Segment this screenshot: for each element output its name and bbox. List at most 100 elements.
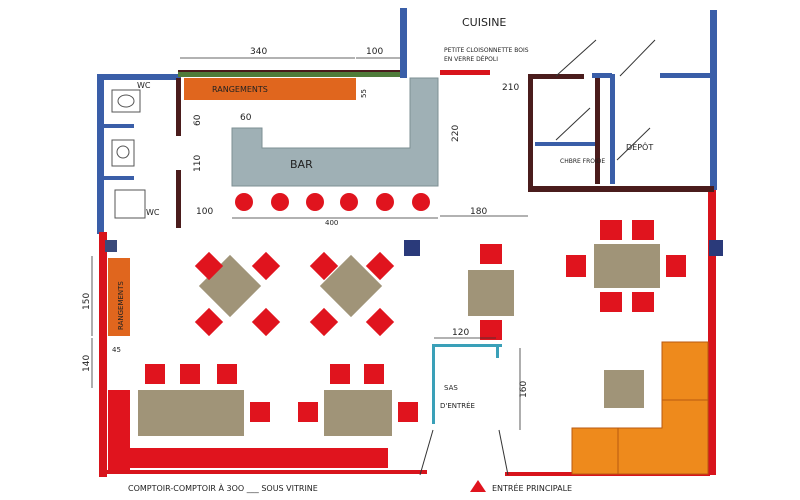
chair bbox=[666, 255, 686, 277]
wall-top-wc bbox=[97, 74, 181, 80]
petite-cloison-label: PETITE CLOISONNETTE BOIS bbox=[444, 47, 529, 54]
wc-inner-wall-2 bbox=[176, 170, 181, 228]
kitchen-door-swing bbox=[619, 39, 656, 77]
rangements-left bbox=[108, 258, 130, 336]
wall-left-blue bbox=[97, 74, 104, 234]
bar-label: BAR bbox=[290, 158, 313, 171]
dim-220: 220 bbox=[451, 125, 461, 142]
dim-60b: 60 bbox=[193, 114, 203, 126]
wc-inner-wall bbox=[176, 78, 181, 136]
chair bbox=[480, 320, 502, 340]
wall-kitchen-left bbox=[528, 74, 533, 192]
comptoir-label: COMPTOIR-COMPTOIR À 3OO ___ SOUS VITRINE bbox=[128, 482, 318, 493]
wall-kitchen-top-mid bbox=[592, 73, 612, 78]
dim-100: 100 bbox=[366, 47, 383, 57]
chair bbox=[398, 402, 418, 422]
bar-stool bbox=[306, 193, 324, 211]
chair bbox=[480, 244, 502, 264]
wc-fixture-2 bbox=[114, 189, 146, 219]
cuisine-label: CUISINE bbox=[462, 16, 506, 29]
bar-stool bbox=[235, 193, 253, 211]
depot-label: DÉPÔT bbox=[626, 141, 653, 152]
entree-label: ENTRÉE PRINCIPALE bbox=[492, 482, 572, 493]
wall-top-blue-vertical bbox=[400, 8, 407, 78]
dim-55: 55 bbox=[360, 89, 368, 98]
wc-label-top: WC bbox=[137, 81, 151, 90]
table-diamond bbox=[319, 254, 383, 318]
wc-sink-icon bbox=[116, 145, 130, 159]
chair bbox=[194, 307, 224, 337]
wall-kitchen-top bbox=[528, 74, 584, 79]
wall-kitchen-blue-mid bbox=[610, 74, 615, 184]
dim-180: 180 bbox=[470, 207, 487, 217]
chambre-froide-label: CHBRE FROIDE bbox=[560, 158, 605, 165]
chair bbox=[365, 307, 395, 337]
kitchen-door-swing bbox=[616, 127, 651, 161]
rangements-top-edge bbox=[178, 72, 400, 77]
kitchen-door-swing bbox=[555, 107, 591, 141]
rangements-left-label: RANGEMENTS bbox=[117, 281, 125, 330]
table-rect bbox=[594, 244, 660, 288]
dim-60a: 60 bbox=[240, 113, 252, 123]
petite-cloison-label-2: EN VERRE DÉPOLI bbox=[444, 55, 498, 63]
bar-stool bbox=[340, 193, 358, 211]
dim-150: 150 bbox=[82, 293, 92, 310]
banquette-bottom bbox=[108, 448, 388, 468]
chair bbox=[251, 307, 281, 337]
pillar bbox=[105, 240, 117, 252]
wc-label-bottom: WC bbox=[146, 208, 160, 217]
wall-kitchen-mid bbox=[595, 74, 600, 184]
wall-left-red bbox=[99, 232, 107, 477]
banquette-corner bbox=[571, 341, 709, 475]
wall-bottom-left bbox=[107, 470, 427, 474]
dim-400: 400 bbox=[325, 219, 338, 227]
wc-sink bbox=[111, 139, 135, 167]
chair bbox=[600, 220, 622, 240]
dim-340: 340 bbox=[250, 47, 267, 57]
wall-right-red bbox=[708, 190, 716, 475]
sas-door-swing bbox=[419, 429, 434, 476]
wall-kitchen-bottom bbox=[528, 186, 714, 192]
entrance-arrow-icon bbox=[470, 480, 486, 492]
dim-140: 140 bbox=[82, 355, 92, 372]
chair bbox=[309, 307, 339, 337]
sas-door-swing bbox=[498, 429, 509, 476]
sas-label-2: D'ENTRÉE bbox=[440, 401, 475, 410]
dim-210: 210 bbox=[502, 83, 519, 93]
rangements-top-label: RANGEMENTS bbox=[212, 85, 268, 94]
sas-wall-right bbox=[496, 344, 499, 358]
chair bbox=[632, 220, 654, 240]
chair bbox=[298, 402, 318, 422]
wall-right-blue bbox=[710, 10, 717, 190]
chair bbox=[250, 402, 270, 422]
sas-wall-top bbox=[432, 344, 502, 347]
bar-stool bbox=[412, 193, 430, 211]
dim-45: 45 bbox=[112, 346, 121, 354]
wc-partition-2 bbox=[104, 176, 134, 180]
wall-kitchen-top-right bbox=[660, 73, 712, 78]
bar-stool bbox=[376, 193, 394, 211]
wc-partition-1 bbox=[104, 124, 134, 128]
sas-label: SAS bbox=[444, 384, 458, 392]
dim-120: 120 bbox=[452, 328, 469, 338]
chair bbox=[566, 255, 586, 277]
kitchen-door-swing bbox=[555, 39, 597, 77]
chair bbox=[180, 364, 200, 384]
chair bbox=[600, 292, 622, 312]
pillar bbox=[709, 240, 723, 256]
table-corner bbox=[604, 370, 644, 408]
rangements-top bbox=[184, 78, 356, 100]
table-square bbox=[468, 270, 514, 316]
dim-100b: 100 bbox=[196, 207, 213, 217]
petite-cloison bbox=[440, 70, 490, 75]
wc-fixture-1 bbox=[111, 89, 141, 113]
chair bbox=[632, 292, 654, 312]
chair bbox=[217, 364, 237, 384]
chair bbox=[330, 364, 350, 384]
wall-chambre-froide bbox=[535, 142, 595, 146]
pillar bbox=[404, 240, 420, 256]
table-group-diamond-2 bbox=[309, 251, 395, 337]
bar-stool bbox=[271, 193, 289, 211]
bar-counter bbox=[231, 77, 439, 187]
